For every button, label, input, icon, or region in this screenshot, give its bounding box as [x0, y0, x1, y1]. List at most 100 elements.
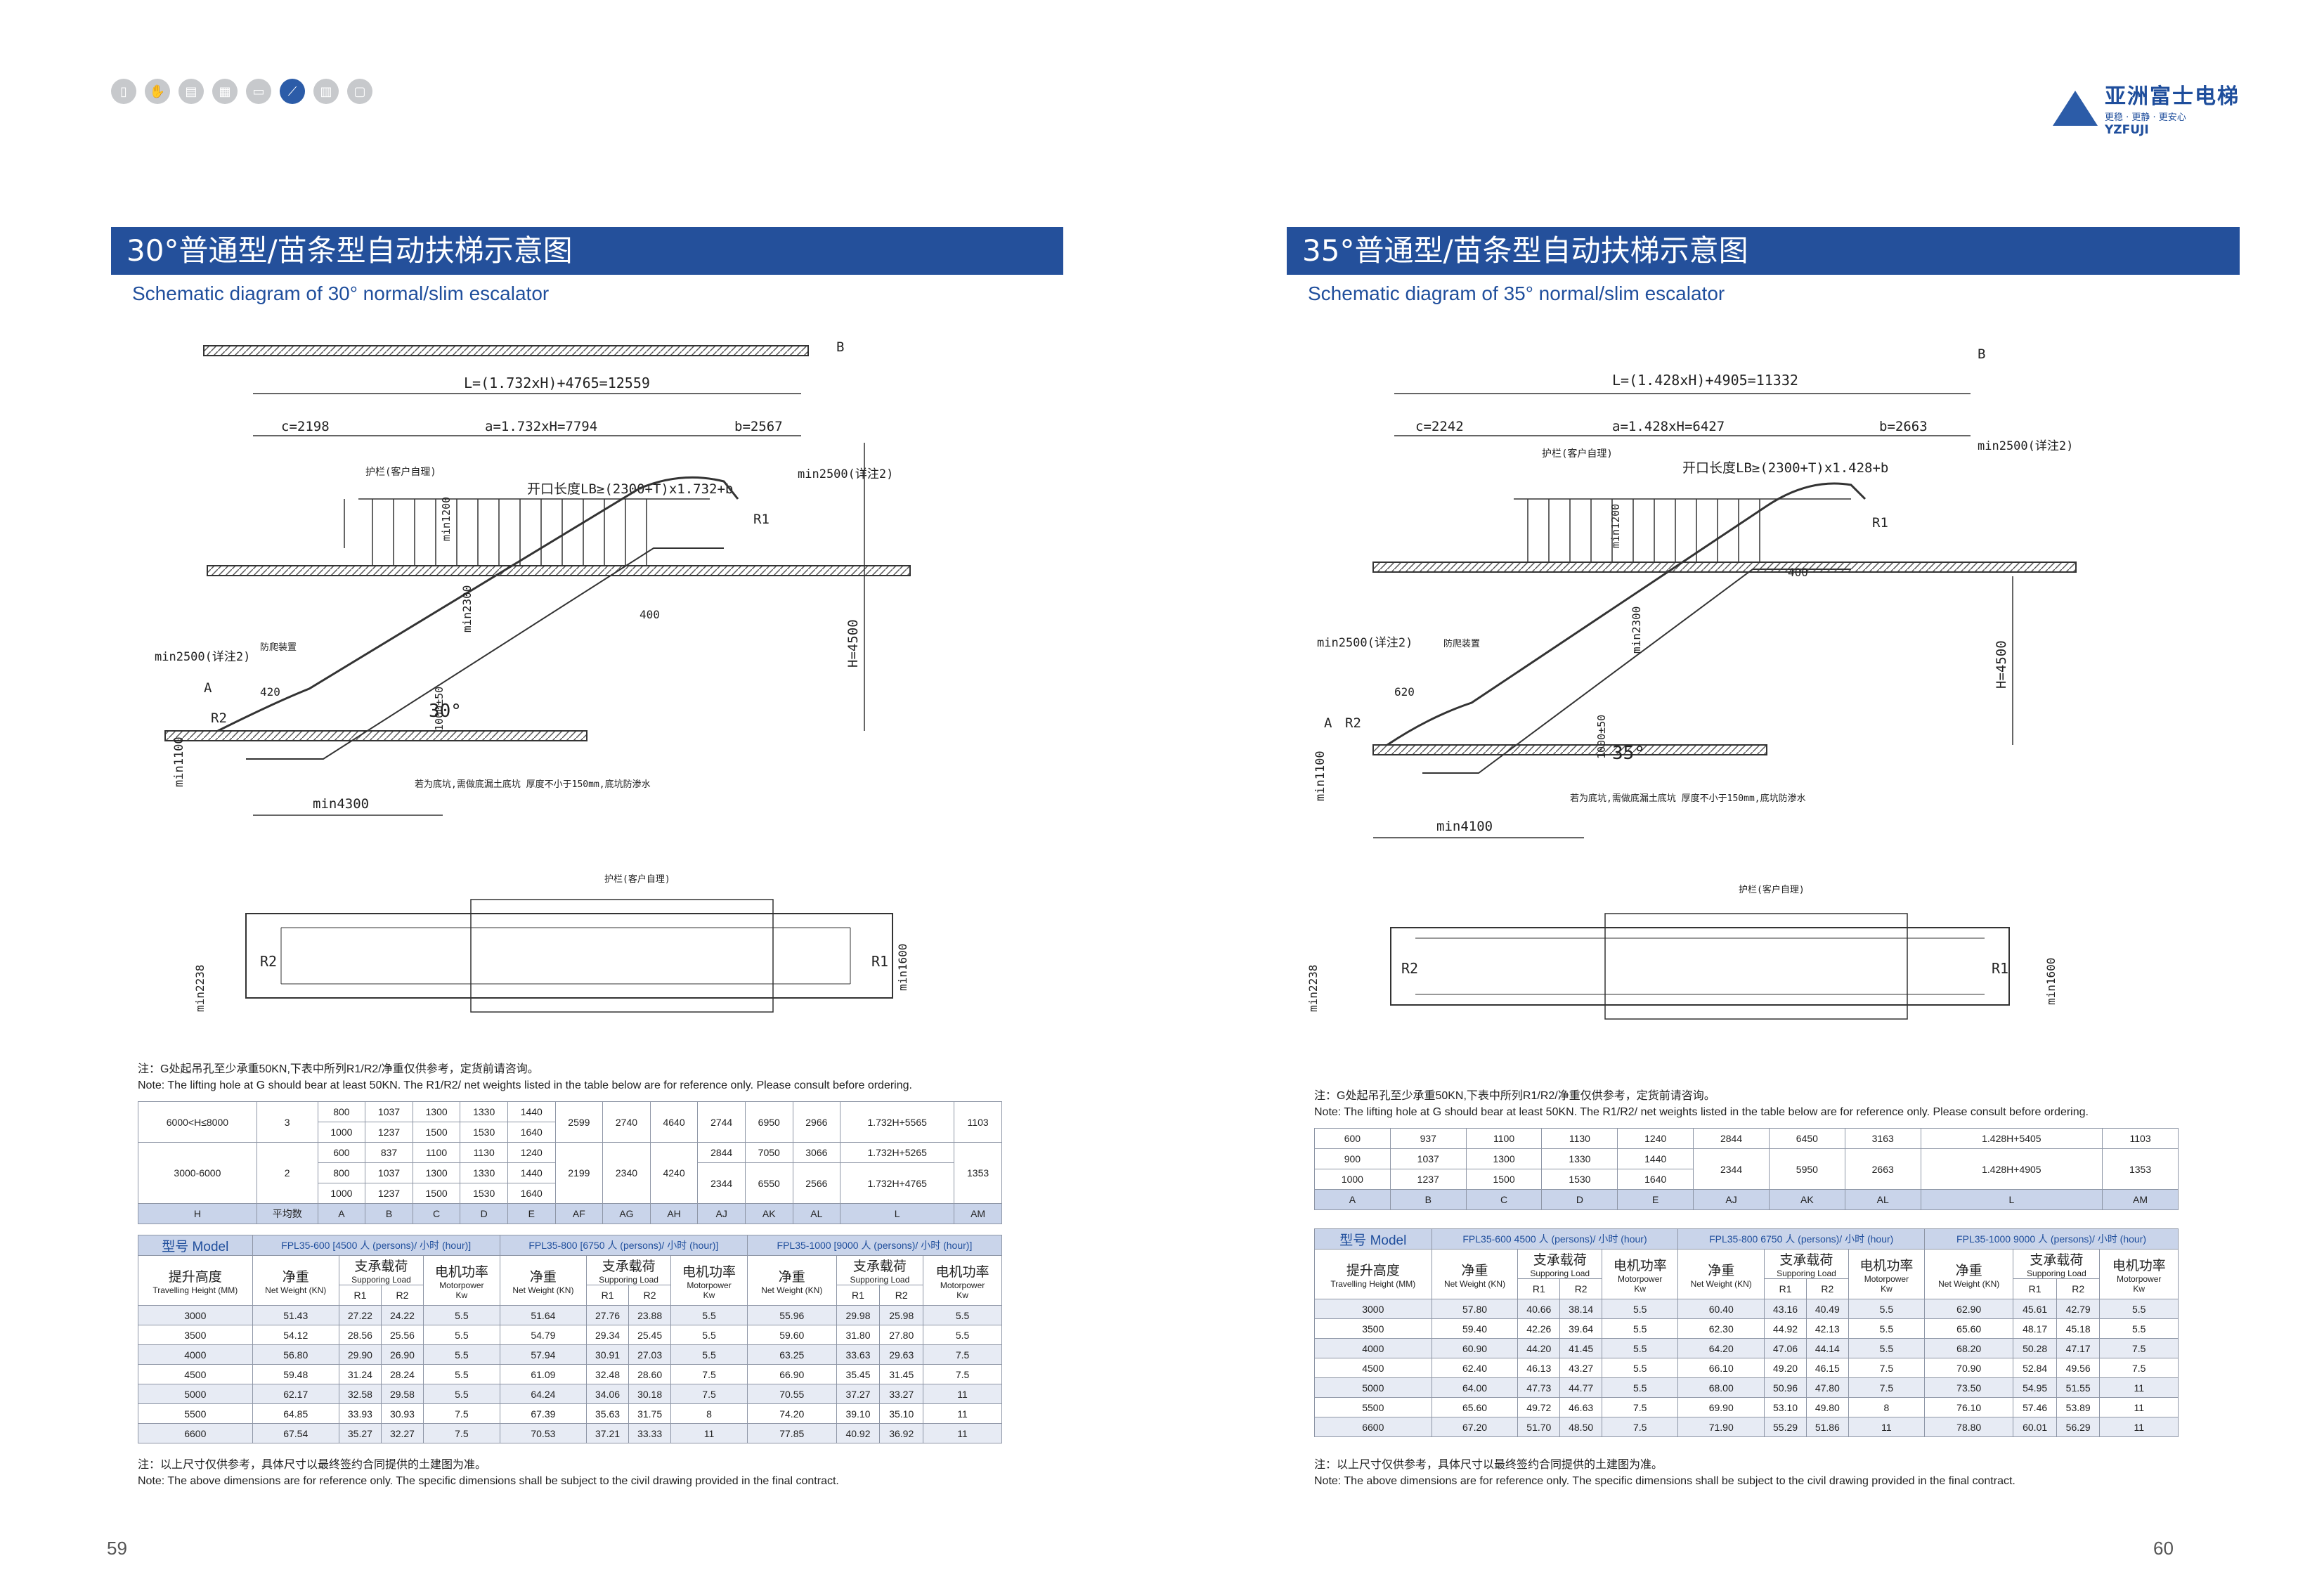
bed-icon[interactable]: ▭	[246, 79, 271, 104]
table-cell: 7.5	[923, 1364, 1002, 1384]
table-cell: 37.21	[586, 1423, 630, 1443]
catalog-nav: ▯ ✋ ▤ ▦ ▭ ⟋ ▥ ▢	[111, 79, 372, 104]
table-cell: 71.90	[1677, 1417, 1765, 1437]
table-cell: 5.5	[423, 1364, 500, 1384]
table-cell: 35.45	[836, 1364, 881, 1384]
table-cell: 32.27	[380, 1423, 424, 1443]
table-cell: 29.90	[338, 1344, 382, 1365]
note-lifting-hole: 注：G处起吊孔至少承重50KN,下表中所列R1/R2/净重仅供参考，定货前请咨询…	[138, 1063, 912, 1091]
dim-400: 400	[640, 608, 660, 621]
panel-icon[interactable]: ▢	[347, 79, 372, 104]
table-cell: 27.03	[628, 1344, 672, 1365]
table-cell: 70.90	[1924, 1358, 2014, 1378]
table-cell: 76.10	[1924, 1397, 2014, 1417]
hand-icon[interactable]: ✋	[145, 79, 170, 104]
table-cell: 78.80	[1924, 1417, 2014, 1437]
table-cell: 25.45	[628, 1325, 672, 1345]
dim-min2238: min2238	[1306, 965, 1320, 1012]
page-number: 59	[107, 1538, 127, 1559]
table-cell: 5.5	[1848, 1318, 1926, 1339]
dim-min2238: min2238	[193, 965, 207, 1012]
dim-min1100: min1100	[1313, 751, 1327, 801]
table-cell: 49.80	[1805, 1397, 1849, 1417]
table-cell: 25.56	[380, 1325, 424, 1345]
building-icon[interactable]: ▦	[212, 79, 238, 104]
table-cell: 74.20	[746, 1403, 837, 1424]
table-cell: 64.00	[1431, 1377, 1519, 1398]
table-cell: 5.5	[1602, 1318, 1679, 1339]
table-cell: 29.58	[380, 1384, 424, 1404]
table-cell: 7.5	[2099, 1338, 2179, 1358]
table-cell: 59.60	[746, 1325, 837, 1345]
table-cell: 32.58	[338, 1384, 382, 1404]
table-cell: 7.5	[2099, 1358, 2179, 1378]
table-cell: 27.80	[879, 1325, 924, 1345]
label-R2: R2	[211, 710, 227, 726]
table-cell: 50.28	[2013, 1338, 2057, 1358]
logo-icon	[2053, 90, 2098, 126]
table-cell: 30.91	[586, 1344, 630, 1365]
table-cell: 7.5	[670, 1384, 748, 1404]
table-cell: 54.12	[252, 1325, 339, 1345]
section-subtitle: Schematic diagram of 30° normal/slim esc…	[132, 283, 550, 304]
table-cell: 51.55	[2056, 1377, 2101, 1398]
dim-min2500-top: min2500(详注2)	[798, 467, 893, 481]
table-cell: 64.85	[252, 1403, 339, 1424]
dim-L: L=(1.428xH)+4905=11332	[1612, 372, 1798, 389]
table-cell: 11	[2099, 1377, 2179, 1398]
dim-min4300: min4300	[313, 796, 369, 812]
table-cell: 3500	[1314, 1318, 1432, 1339]
dim-400: 400	[1788, 566, 1808, 579]
dim-b: b=2663	[1879, 419, 1928, 434]
table-cell: 46.15	[1805, 1358, 1849, 1378]
label-B: B	[1978, 346, 1985, 362]
table-cell: 35.10	[879, 1403, 924, 1424]
table-cell: 5500	[1314, 1397, 1432, 1417]
dim-opening: 开口长度LB≥(2300+T)x1.428+b	[1682, 460, 1888, 476]
dim-min2300: min2300	[460, 585, 474, 632]
weight-table: 型号 Model FPL35-600 [4500 人 (persons)/ 小时…	[138, 1235, 1003, 1443]
table-cell: 29.63	[879, 1344, 924, 1365]
table-cell: 45.61	[2013, 1299, 2057, 1319]
dim-min1100: min1100	[172, 736, 186, 787]
left-page: ▯ ✋ ▤ ▦ ▭ ⟋ ▥ ▢ 30°普通型/苗条型自动扶梯示意图 Schema…	[107, 79, 1063, 1559]
note-pit: 若为底坑,需做底漏土底坑 厚度不小于150mm,底坑防渗水	[415, 779, 651, 790]
table-cell: 28.60	[628, 1364, 672, 1384]
table-cell: 53.10	[1764, 1397, 1807, 1417]
dim-min2500-top: min2500(详注2)	[1978, 439, 2073, 453]
table-cell: 11	[670, 1423, 748, 1443]
section-subtitle: Schematic diagram of 35° normal/slim esc…	[1308, 283, 1725, 304]
table-cell: 28.56	[338, 1325, 382, 1345]
table-cell: 61.09	[499, 1364, 588, 1384]
plan-R2: R2	[1401, 960, 1418, 977]
table-cell: 42.79	[2056, 1299, 2101, 1319]
table-cell: 37.27	[836, 1384, 881, 1404]
table-cell: 8	[1848, 1397, 1926, 1417]
label-guard: 护栏(客户自理)	[365, 466, 436, 478]
upper-floor	[1372, 562, 2077, 573]
table-cell: 49.20	[1764, 1358, 1807, 1378]
table-cell: 70.53	[499, 1423, 588, 1443]
lower-floor	[1372, 744, 1767, 755]
shelf-icon[interactable]: ▥	[313, 79, 339, 104]
escalator-icon[interactable]: ⟋	[280, 79, 305, 104]
door-icon[interactable]: ▯	[111, 79, 136, 104]
table-cell: 48.17	[2013, 1318, 2057, 1339]
page-number: 60	[2153, 1538, 2174, 1559]
table-cell: 5500	[138, 1403, 253, 1424]
table-cell: 5.5	[2099, 1318, 2179, 1339]
table-cell: 47.73	[1517, 1377, 1561, 1398]
table-cell: 55.96	[746, 1305, 837, 1325]
table-cell: 44.92	[1764, 1318, 1807, 1339]
car-icon[interactable]: ▤	[178, 79, 204, 104]
note-lifting-hole: 注：G处起吊孔至少承重50KN,下表中所列R1/R2/净重仅供参考，定货前请咨询…	[1314, 1090, 2089, 1118]
table-cell: 5.5	[923, 1305, 1002, 1325]
